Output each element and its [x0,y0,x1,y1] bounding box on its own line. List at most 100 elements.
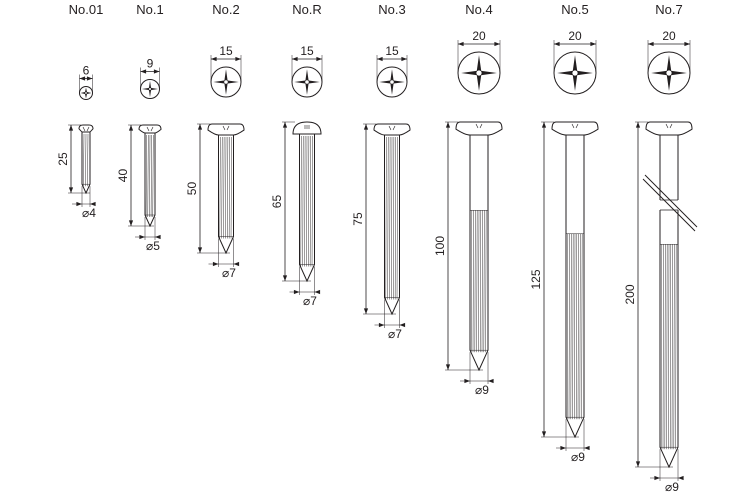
knurl-line [152,134,154,218]
head-diameter-value: 20 [568,29,582,43]
head-diameter-dimension: 20 [647,29,691,73]
head-diameter-value: 9 [147,57,154,71]
nail-side-view [292,121,322,283]
arrowhead [363,124,369,130]
head-slot-mark [226,125,230,131]
knurl-line [662,244,664,450]
knurl-line [675,244,677,450]
arrowhead [68,125,74,131]
knurl-line [225,136,227,239]
shank-diameter-value: ⌀9 [571,450,585,464]
break-mark [642,174,698,232]
shank-diameter-value: ⌀7 [388,327,402,341]
head-diameter-dimension: 15 [291,44,323,82]
arrowhead [292,56,298,62]
head-diameter-value: 15 [300,44,314,58]
length-value: 200 [623,284,637,304]
knurl-line [311,135,313,267]
head-top-view [291,66,323,98]
head-slot-mark [665,123,669,129]
knurl-line [581,233,583,420]
length-value: 125 [529,269,543,289]
break-line [644,174,698,228]
center-mark [84,91,88,95]
arrowhead [128,220,134,226]
head-diameter-value: 20 [662,29,676,43]
arrowhead [678,475,684,481]
shank-diameter-dimension: ⌀7 [289,266,321,308]
knurl-line [476,210,478,353]
knurl-grooves [660,244,678,450]
knurl-line [306,135,308,267]
head-top-view [376,66,408,98]
knurl-line [391,136,393,300]
arrowhead [590,41,596,47]
knurl-line [673,244,675,450]
knurl-line [577,233,579,420]
knurl-line [85,133,87,187]
arrowhead [314,289,321,295]
length-dimension: 75 [351,123,396,315]
head-top-view [140,79,160,99]
length-value: 50 [185,182,199,196]
knurl-line [393,136,395,300]
knurl-line [227,136,229,239]
nail-head-cap [455,121,503,136]
nail-head-cap [138,124,162,134]
head-diameter-value: 15 [385,44,399,58]
knurl-line [394,136,396,300]
knurl-line [575,233,578,420]
arrowhead [684,41,690,47]
knurl-line [396,136,398,300]
head-diameter-dimension: 6 [79,64,93,93]
knurl-line [660,244,663,450]
shank-diameter-dimension: ⌀9 [556,419,590,464]
shank-diameter-dimension: ⌀7 [374,299,406,341]
nail-no-3: No.3 15 75 ⌀7 [351,2,411,341]
length-dimension: 200 [623,121,673,468]
arrowhead [445,122,451,128]
knurl-line [300,135,302,267]
center-mark [389,79,395,85]
nail-side-view [138,124,162,228]
knurl-line [219,136,221,239]
nail-model-label: No.3 [378,2,405,17]
nail-side-view [642,121,698,469]
arrowhead [197,247,203,253]
knurl-line [387,136,389,300]
knurl-line [385,136,387,300]
shank-diameter-dimension: ⌀7 [208,238,240,280]
head-top-view [79,86,93,100]
knurl-line [230,136,232,239]
head-slot-mark [86,126,90,132]
arrowhead [155,234,161,240]
knurl-line [304,135,306,267]
arrowhead [212,261,219,267]
arrowhead [86,76,93,81]
nail-head-cap [78,124,94,133]
center-mark [571,69,579,77]
arrowhead [282,275,288,281]
center-mark [665,69,673,77]
knurl-line [308,135,310,267]
center-mark [475,69,483,77]
head-diameter-value: 15 [219,44,233,58]
arrowhead [128,125,134,131]
shank-diameter-value: ⌀5 [146,239,160,253]
head-slot-mark [475,123,479,129]
knurl-line [228,136,230,239]
nail-side-view [551,121,599,439]
head-top-view [210,66,242,98]
arrowhead [635,122,641,128]
nail-side-view [207,123,245,255]
nail-side-view [373,123,411,316]
knurl-grooves [145,134,154,218]
knurl-line [150,134,152,218]
shank-diameter-value: ⌀7 [303,294,317,308]
arrowhead [233,261,240,267]
knurl-line [669,244,672,450]
